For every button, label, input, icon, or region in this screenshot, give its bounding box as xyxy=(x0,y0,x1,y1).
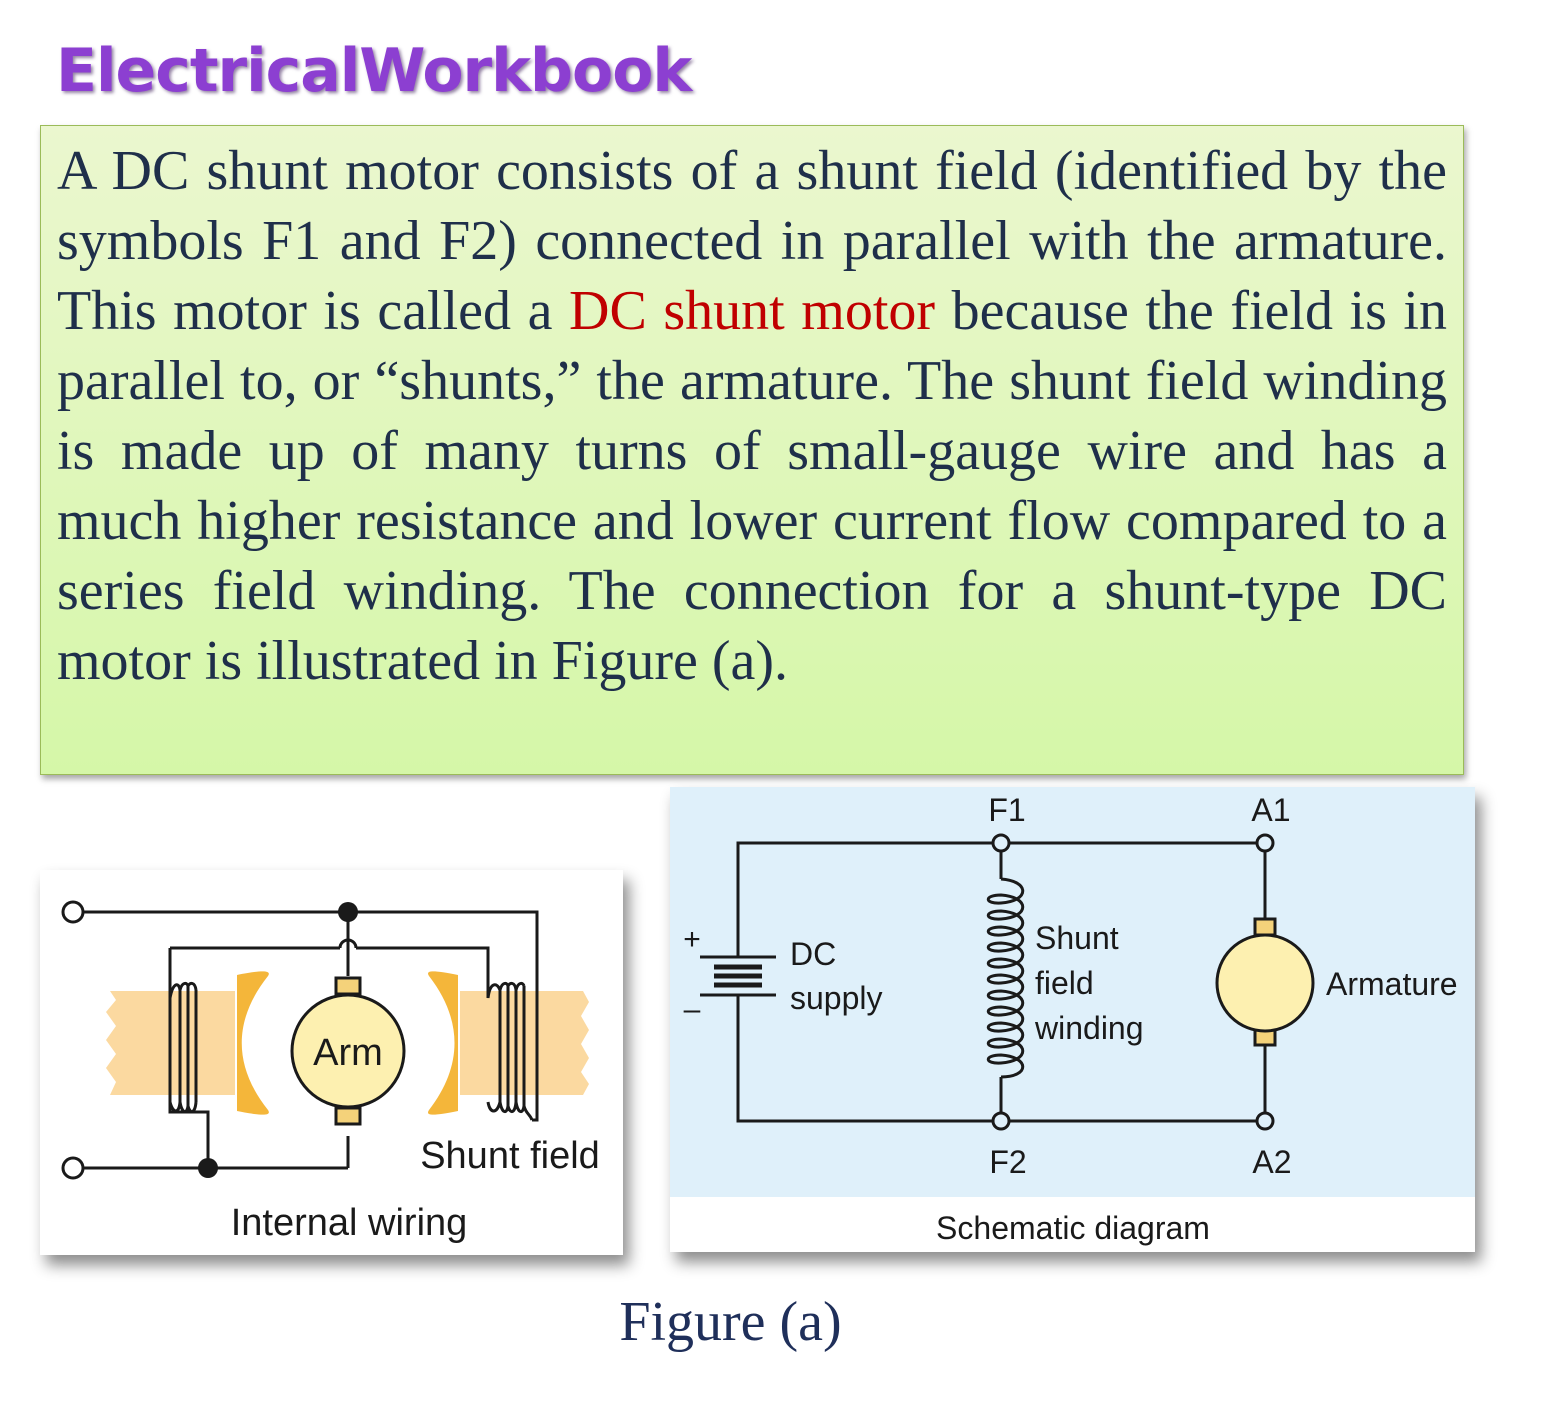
terminal-a1[interactable] xyxy=(1255,833,1275,853)
internal-wiring-caption: Internal wiring xyxy=(231,1202,468,1244)
label-shunt-1: Shunt xyxy=(1035,920,1119,956)
label-a2: A2 xyxy=(1252,1144,1291,1180)
label-shunt-3: winding xyxy=(1034,1010,1144,1046)
arm-rotor xyxy=(290,993,406,1109)
schematic-wires xyxy=(700,841,1267,1123)
schematic-background xyxy=(670,787,1475,1197)
armature-top-brush xyxy=(1253,917,1277,937)
right-pole-shoe xyxy=(428,971,458,1115)
label-f1: F1 xyxy=(988,792,1025,828)
figure-caption: Figure (a) xyxy=(619,1291,842,1353)
label-minus: – xyxy=(684,993,701,1026)
label-dc-supply-1: DC xyxy=(790,936,836,972)
internal-wiring-diagram: Arm Shunt field Internal wiring xyxy=(61,900,600,1244)
armature-rotor xyxy=(1215,933,1315,1033)
terminal-f1[interactable] xyxy=(991,833,1011,853)
label-a1: A1 xyxy=(1251,792,1290,828)
terminal-top[interactable] xyxy=(61,900,85,924)
arm-bottom-brush xyxy=(334,1106,362,1126)
arm-top-brush xyxy=(334,976,362,996)
left-pole-shoe xyxy=(237,971,269,1115)
label-dc-supply-2: supply xyxy=(790,980,883,1016)
junction-top xyxy=(338,902,358,922)
terminal-bottom[interactable] xyxy=(61,1156,85,1180)
terminal-f2[interactable] xyxy=(991,1111,1011,1131)
label-f2: F2 xyxy=(989,1144,1026,1180)
schematic-diagram: F1 A1 F2 A2 + – DC supply Shunt field wi… xyxy=(670,787,1475,1246)
label-shunt-2: field xyxy=(1035,965,1094,1001)
description-highlight: DC shunt motor xyxy=(569,280,936,342)
label-plus: + xyxy=(683,923,701,956)
schematic-panel: F1 A1 F2 A2 + – DC supply Shunt field wi… xyxy=(670,787,1475,1252)
brand-logo: ElectricalWorkbook xyxy=(56,36,692,106)
description-box: A DC shunt motor consists of a shunt fie… xyxy=(40,125,1464,775)
internal-wiring-panel: Arm Shunt field Internal wiring xyxy=(40,870,623,1255)
terminal-a2[interactable] xyxy=(1255,1111,1275,1131)
arm-label: Arm xyxy=(313,1032,383,1074)
schematic-caption: Schematic diagram xyxy=(936,1210,1210,1246)
label-armature: Armature xyxy=(1326,966,1458,1002)
junction-bottom xyxy=(198,1158,218,1178)
shunt-field-label: Shunt field xyxy=(420,1135,600,1177)
description-text-end: because the field is in parallel to, or … xyxy=(57,280,1447,692)
description-paragraph: A DC shunt motor consists of a shunt fie… xyxy=(57,136,1447,696)
description-text-start: A DC shunt motor consists of a shunt fie… xyxy=(57,140,1447,342)
